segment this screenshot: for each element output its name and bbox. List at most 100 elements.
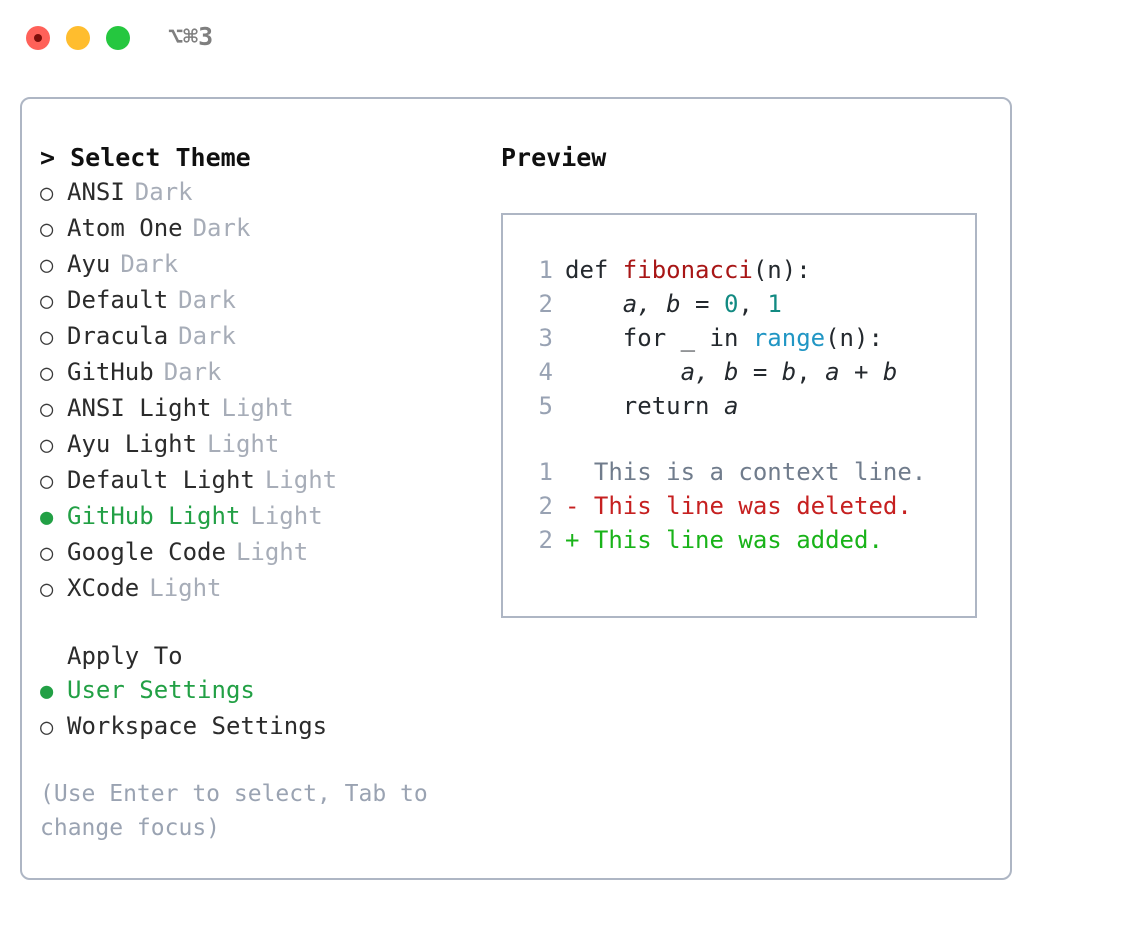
theme-variant-tag: Light: [250, 502, 323, 530]
title-bar: ⌥⌘3: [0, 0, 1140, 80]
code-token: [565, 355, 681, 389]
code-token: =: [680, 290, 724, 318]
theme-variant-tag: Dark: [178, 322, 236, 350]
theme-variant-tag: Dark: [192, 214, 251, 242]
apply-to-label: User Settings: [67, 676, 255, 704]
close-button[interactable]: [26, 26, 50, 50]
code-token: b: [781, 358, 797, 386]
keyboard-hint: (Use Enter to select, Tab to change focu…: [40, 781, 428, 841]
apply-to-label: Workspace Settings: [67, 712, 328, 740]
spacer: [40, 745, 480, 777]
theme-name: Ayu Light: [67, 430, 198, 458]
theme-name: Default: [67, 286, 169, 314]
code-token: a, b: [622, 290, 681, 318]
code-token: (n):: [752, 256, 811, 284]
radio-unselected-icon: ○: [40, 541, 54, 566]
radio-unselected-icon: ○: [40, 253, 54, 278]
code-token: a: [825, 358, 840, 386]
theme-name: Atom One: [67, 214, 183, 242]
maximize-button[interactable]: [106, 26, 130, 50]
theme-variant-tag: Light: [207, 430, 280, 458]
apply-to-item[interactable]: ○ Workspace Settings: [40, 709, 480, 745]
radio-selected-icon: ●: [40, 505, 54, 530]
radio-unselected-icon: ○: [40, 181, 54, 206]
theme-name: GitHub: [67, 358, 154, 386]
diff-line: 2+ This line was added.: [503, 523, 975, 557]
theme-list-item[interactable]: ○ XCode Light: [40, 571, 480, 607]
code-token: def: [565, 256, 623, 284]
diff-line: 1 This is a context line.: [503, 455, 975, 489]
theme-variant-tag: Light: [235, 538, 309, 566]
code-token: =: [738, 358, 782, 386]
radio-unselected-icon: ○: [40, 325, 54, 350]
diff-marker: [565, 455, 594, 489]
diff-sample: 1 This is a context line.2- This line wa…: [503, 455, 975, 557]
theme-list-item[interactable]: ○ Default Dark: [40, 283, 480, 319]
theme-variant-tag: Light: [221, 394, 294, 422]
radio-unselected-icon: ○: [40, 715, 54, 740]
diff-marker: +: [565, 526, 594, 554]
radio-unselected-icon: ○: [40, 577, 54, 602]
theme-variant-tag: Dark: [134, 178, 193, 206]
code-token: for _ in: [565, 324, 753, 352]
spacer: [503, 423, 975, 455]
theme-list-item[interactable]: ○ ANSI Dark: [40, 175, 480, 211]
line-number: 2: [538, 492, 553, 520]
theme-name: ANSI Light: [67, 394, 212, 422]
code-token: +: [839, 358, 883, 386]
code-token: b: [882, 358, 898, 386]
theme-list-item[interactable]: ○ Atom One Dark: [40, 211, 480, 247]
radio-selected-icon: ●: [40, 679, 54, 704]
theme-name: ANSI: [67, 178, 125, 206]
apply-to-list[interactable]: ● User Settings ○ Workspace Settings: [40, 673, 480, 745]
theme-list-item[interactable]: ○ Google Code Light: [40, 535, 480, 571]
theme-name: XCode: [67, 574, 140, 602]
diff-marker: -: [565, 492, 594, 520]
spacer: [40, 607, 480, 639]
theme-variant-tag: Dark: [178, 286, 236, 314]
code-token: fibonacci: [622, 256, 753, 284]
code-line: 2 a, b = 0, 1: [503, 287, 975, 321]
line-number: 2: [538, 290, 553, 318]
theme-name: Google Code: [67, 538, 226, 566]
code-line: 5 return a: [503, 389, 975, 423]
code-token: [565, 287, 623, 321]
apply-to-item[interactable]: ● User Settings: [40, 673, 480, 709]
line-number: 1: [538, 256, 553, 284]
line-number: 2: [538, 526, 553, 554]
code-token: range: [752, 324, 826, 352]
select-theme-heading: > Select Theme: [40, 143, 251, 172]
line-number: 1: [538, 458, 553, 486]
radio-unselected-icon: ○: [40, 217, 54, 242]
code-line: 4 a, b = b, a + b: [503, 355, 975, 389]
line-number: 3: [538, 324, 553, 352]
theme-variant-tag: Light: [149, 574, 222, 602]
line-number: 4: [538, 358, 553, 386]
minimize-button[interactable]: [66, 26, 90, 50]
theme-variant-tag: Dark: [163, 358, 222, 386]
theme-variant-tag: Dark: [120, 250, 179, 278]
theme-name: Default Light: [67, 466, 255, 494]
code-line: 1 def fibonacci(n):: [503, 253, 975, 287]
code-token: 1: [767, 290, 782, 318]
code-token: (n):: [825, 324, 883, 352]
shortcut-label: ⌥⌘3: [168, 22, 214, 51]
code-token: a, b: [680, 358, 739, 386]
code-line: 3 for _ in range(n):: [503, 321, 975, 355]
code-token: a: [723, 392, 739, 420]
radio-unselected-icon: ○: [40, 289, 54, 314]
code-token: ,: [796, 358, 826, 386]
theme-variant-tag: Light: [264, 466, 338, 494]
